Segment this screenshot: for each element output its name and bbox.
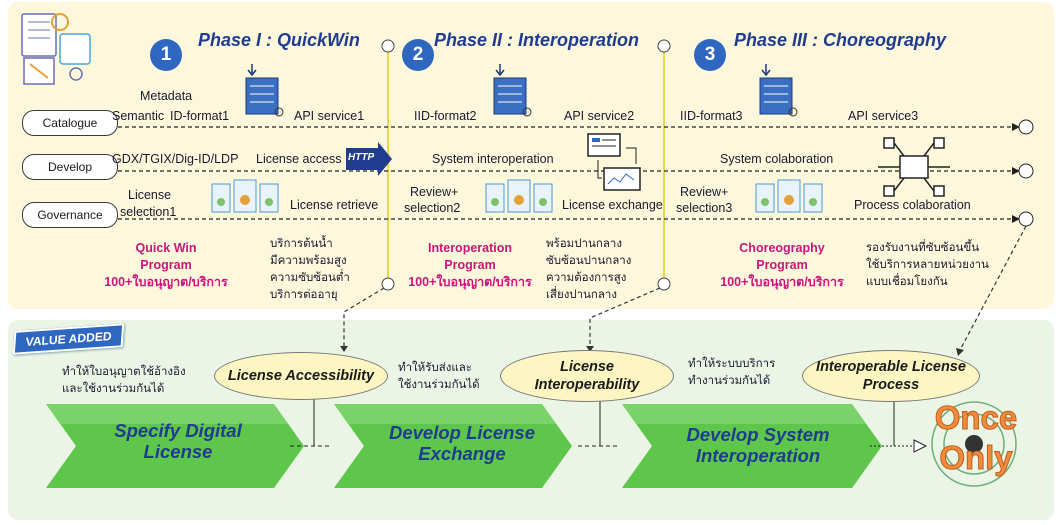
program-3-name-b: Program — [756, 258, 808, 272]
computer-exchange-icon — [587, 133, 641, 191]
api-service2-label: API service2 — [564, 109, 635, 123]
program-2-name: Interoperation — [427, 241, 513, 255]
certificate-icon — [755, 179, 823, 213]
license-exchange-label: License exchange — [562, 198, 663, 212]
connector-3 — [959, 225, 1027, 351]
certificate-icon — [485, 179, 553, 213]
divider-top-node-2 — [657, 39, 671, 53]
chevron-2 — [334, 404, 572, 488]
program-2-name-b: Program — [444, 258, 496, 272]
phase-1-title: Phase I : QuickWin — [198, 30, 360, 50]
api-service3-label: API service3 — [848, 109, 919, 123]
program-1-name: Quick Win — [135, 241, 197, 255]
server-icon — [245, 64, 284, 117]
license-selection1-label-a: License — [128, 188, 172, 202]
id-format1-label: ID-format1 — [170, 109, 230, 123]
program-3-name: Choreography — [739, 241, 825, 255]
chevron-3 — [622, 404, 882, 488]
arrowhead — [1012, 215, 1020, 223]
oval-license-interoperability: License Interoperability — [500, 350, 674, 402]
end-node — [1018, 211, 1034, 227]
chevron-2-text: Develop License Exchange — [388, 422, 535, 464]
connector-2 — [589, 287, 661, 346]
once-only-target-icon — [931, 401, 1017, 487]
metadata-label: Metadata — [140, 89, 193, 103]
phase-2-title: Phase II : Interoperation — [434, 30, 640, 50]
certificate-icon — [211, 179, 279, 213]
program-2-description: พร้อมปานกลาง ซับซ้อนปานกลาง ความต้องการส… — [546, 238, 632, 301]
note-2: ทำให้รับส่งและ ใช้งานร่วมกันได้ — [398, 362, 480, 391]
divider-bottom-node-1 — [381, 277, 395, 291]
phase-3-title: Phase III : Choreography — [734, 30, 947, 50]
review3-label-b: selection3 — [676, 201, 733, 215]
process-network-icon — [878, 137, 950, 197]
review2-label-b: selection2 — [404, 201, 461, 215]
license-selection1-label-b: selection1 — [120, 205, 177, 219]
system-colaboration-label: System colaboration — [720, 152, 834, 166]
row-develop: Develop — [22, 154, 118, 180]
program-2: Interoperation Program 100+ใบอนุญาต/บริก… — [400, 240, 540, 291]
divider-bottom-node-2 — [657, 277, 671, 291]
divider-top-node-1 — [381, 39, 395, 53]
iid-format2-label: IID-format2 — [414, 109, 477, 123]
license-retrieve-label: License retrieve — [290, 198, 379, 212]
program-3: Choreography Program 100+ใบอนุญาต/บริการ — [712, 240, 852, 291]
license-access-label: License access — [256, 152, 342, 166]
phase-3-number: 3 — [694, 39, 726, 71]
program-2-count: 100+ใบอนุญาต/บริการ — [408, 275, 532, 289]
system-interoperation-label: System interoperation — [432, 152, 554, 166]
arrowhead — [1012, 167, 1020, 175]
http-request-icon — [346, 142, 392, 176]
program-3-description: รองรับงานที่ซับซ้อนขึ้น ใช้บริการหลายหน่… — [866, 242, 989, 288]
document-cluster-icon — [21, 13, 91, 85]
end-node — [1018, 119, 1034, 135]
program-1-name-b: Program — [140, 258, 192, 272]
server-icon — [759, 64, 798, 117]
gdx-label: GDX/TGIX/Dig-ID/LDP — [112, 152, 239, 166]
chevron-1-text: Specify Digital License — [114, 420, 242, 462]
phase-2-number: 2 — [402, 39, 434, 71]
oval-license-accessibility: License Accessibility — [214, 352, 388, 400]
row-catalogue: Catalogue — [22, 110, 118, 136]
program-3-count: 100+ใบอนุญาต/บริการ — [720, 275, 844, 289]
review3-label-a: Review+ — [680, 185, 729, 199]
program-1-count: 100+ใบอนุญาต/บริการ — [104, 275, 228, 289]
review2-label-a: Review+ — [410, 185, 459, 199]
program-1: Quick Win Program 100+ใบอนุญาต/บริการ — [96, 240, 236, 291]
end-node — [1018, 163, 1034, 179]
arrowhead — [1012, 123, 1020, 131]
program-1-description: บริการต้นน้ำ มีความพร้อมสูง ความซับซ้อนต… — [270, 238, 350, 301]
phases-panel — [8, 2, 1054, 309]
chevron-1 — [46, 404, 304, 488]
row-governance: Governance — [22, 202, 118, 228]
oval-interoperable-license-process: Interoperable License Process — [802, 350, 980, 402]
once-only-text: Once Only — [934, 399, 1018, 477]
semantic-label: Semantic — [112, 109, 165, 123]
connector-1 — [343, 287, 385, 346]
api-service1-label: API service1 — [294, 109, 365, 123]
note-1: ทำให้ใบอนุญาตใช้อ้างอิง และใช้งานร่วมกัน… — [62, 366, 186, 395]
iid-format3-label: IID-format3 — [680, 109, 743, 123]
process-colaboration-label: Process colaboration — [854, 198, 971, 212]
server-icon — [493, 64, 532, 117]
phase-1-number: 1 — [150, 39, 182, 71]
note-3: ทำให้ระบบบริการ ทำงานร่วมกันได้ — [688, 358, 776, 387]
http-label: HTTP — [348, 152, 375, 163]
chevron-3-text: Develop System Interoperation — [686, 424, 830, 466]
